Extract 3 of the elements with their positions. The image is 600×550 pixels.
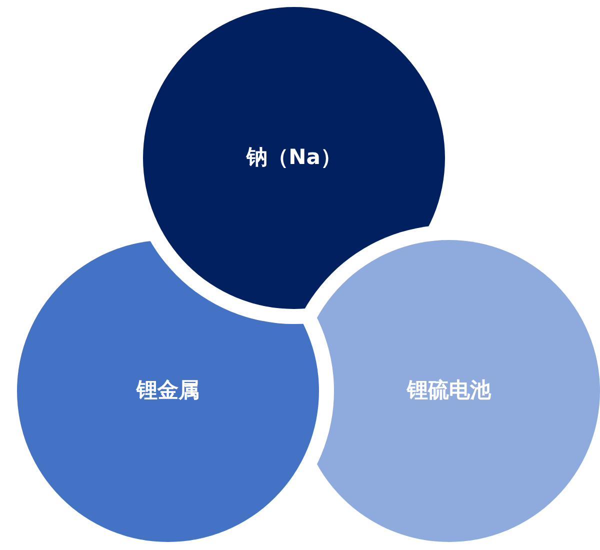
circle-label: 锂金属 [136,378,200,404]
circle-label: 锂硫电池 [407,378,491,404]
circle-label: 钠（Na） [246,145,342,171]
